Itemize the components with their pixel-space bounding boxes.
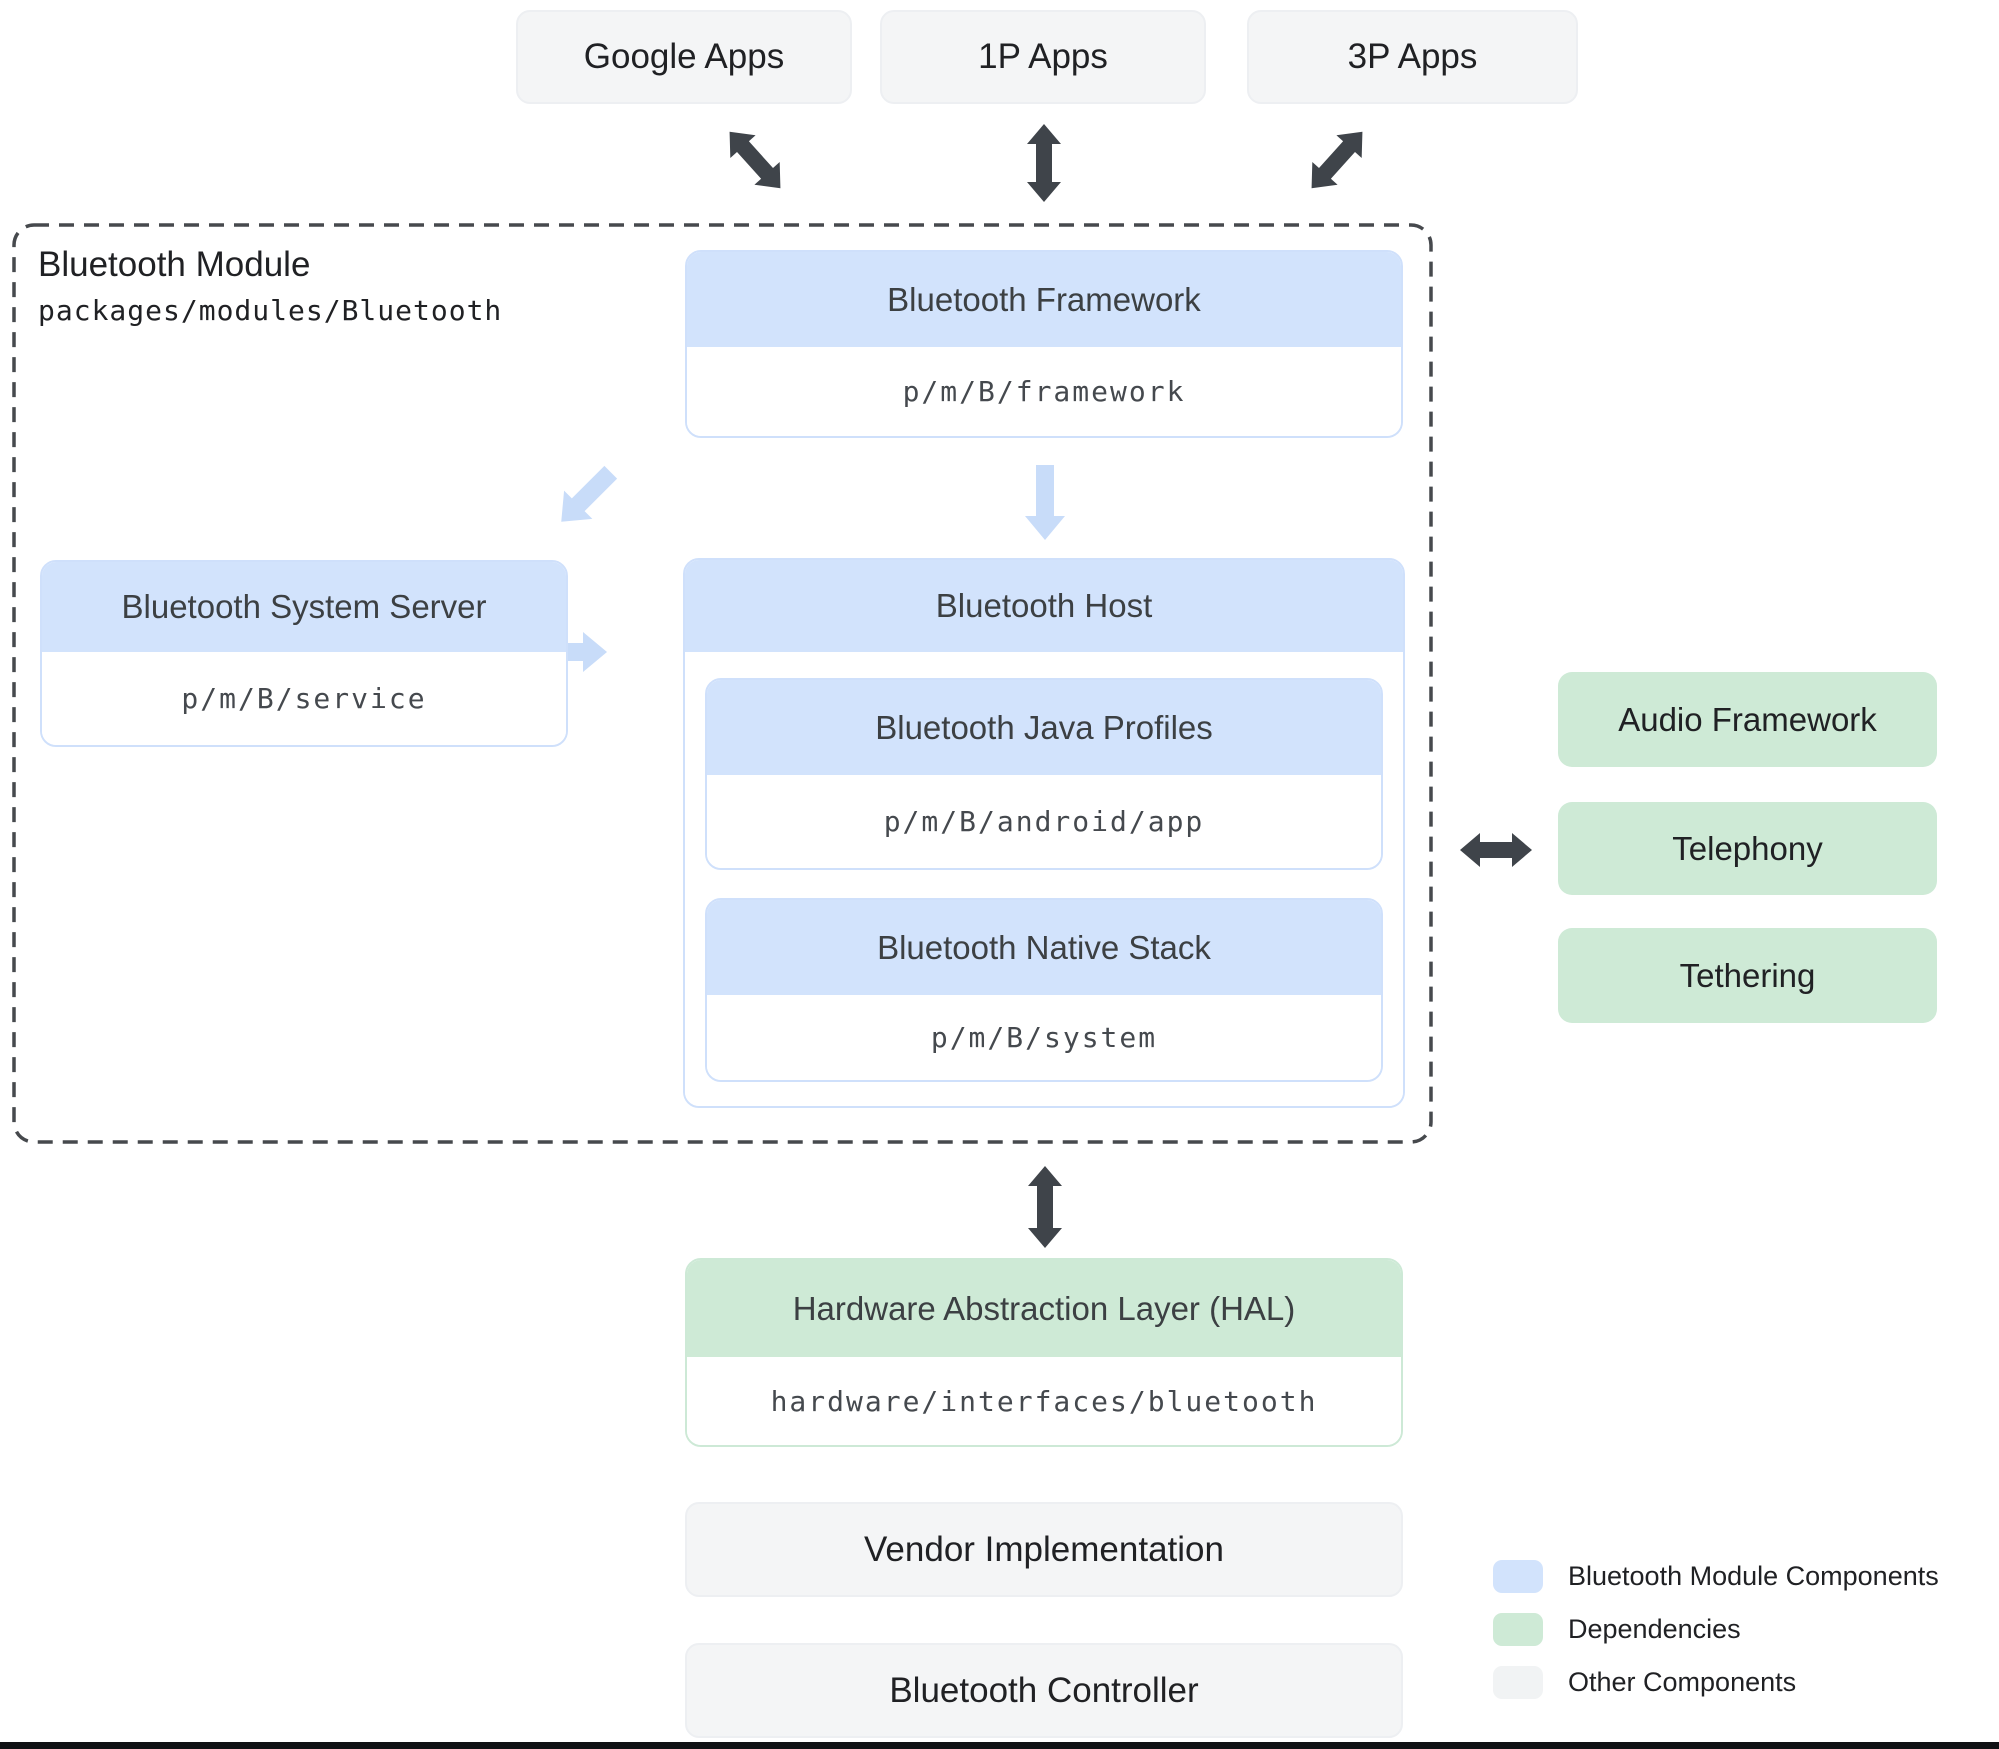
audio-framework-label: Audio Framework — [1618, 700, 1877, 738]
legend-swatch-gray — [1493, 1666, 1543, 1699]
vendor-implementation-label: Vendor Implementation — [864, 1529, 1224, 1569]
1p-apps-arrow-icon — [1027, 124, 1061, 202]
legend-label-module-components: Bluetooth Module Components — [1568, 1561, 1939, 1591]
bluetooth-controller-label: Bluetooth Controller — [889, 1670, 1199, 1710]
bluetooth-system-server-path: p/m/B/service — [42, 652, 566, 745]
bluetooth-module-caption: Bluetooth Module packages/modules/Blueto… — [38, 242, 502, 327]
bluetooth-java-profiles-title: Bluetooth Java Profiles — [707, 680, 1381, 775]
1p-apps-label: 1P Apps — [978, 37, 1108, 76]
telephony-label: Telephony — [1672, 829, 1823, 867]
3p-apps-arrow-icon — [1311, 131, 1363, 189]
bluetooth-native-stack-title: Bluetooth Native Stack — [707, 900, 1381, 995]
bluetooth-framework-card: Bluetooth Framework p/m/B/framework — [685, 250, 1403, 438]
1p-apps-box: 1P Apps — [880, 10, 1206, 104]
bluetooth-system-server-title: Bluetooth System Server — [42, 562, 566, 652]
dependencies-arrow-icon — [1460, 833, 1532, 867]
bluetooth-system-server-card: Bluetooth System Server p/m/B/service — [40, 560, 568, 747]
vendor-implementation-box: Vendor Implementation — [685, 1502, 1403, 1597]
server-to-host-arrow-icon — [543, 632, 607, 672]
bluetooth-java-profiles-card: Bluetooth Java Profiles p/m/B/android/ap… — [705, 678, 1383, 870]
hal-path: hardware/interfaces/bluetooth — [687, 1357, 1401, 1445]
framework-to-host-arrow-icon — [1025, 465, 1065, 540]
google-apps-arrow-icon — [729, 131, 781, 189]
bluetooth-host-title: Bluetooth Host — [685, 560, 1403, 652]
bluetooth-module-boundary — [12, 223, 1433, 1144]
legend-label-other-components: Other Components — [1568, 1667, 1797, 1697]
bluetooth-module-title: Bluetooth Module — [38, 245, 311, 284]
3p-apps-box: 3P Apps — [1247, 10, 1578, 104]
hal-title: Hardware Abstraction Layer (HAL) — [687, 1260, 1401, 1357]
bluetooth-controller-box: Bluetooth Controller — [685, 1643, 1403, 1738]
bluetooth-host-card: Bluetooth Host Bluetooth Java Profiles p… — [683, 558, 1405, 1108]
tethering-box: Tethering — [1558, 928, 1937, 1023]
legend-item-dependencies: Dependencies — [1493, 1613, 1741, 1646]
google-apps-box: Google Apps — [516, 10, 852, 104]
legend-label-dependencies: Dependencies — [1568, 1614, 1741, 1644]
legend-swatch-green — [1493, 1613, 1543, 1646]
bluetooth-module-path: packages/modules/Bluetooth — [38, 293, 503, 327]
framework-to-server-arrow-icon — [561, 465, 618, 522]
hal-arrow-icon — [1028, 1166, 1062, 1248]
bluetooth-host-body: Bluetooth Java Profiles p/m/B/android/ap… — [685, 652, 1403, 1106]
3p-apps-label: 3P Apps — [1347, 37, 1478, 76]
telephony-box: Telephony — [1558, 802, 1937, 895]
legend-item-other-components: Other Components — [1493, 1666, 1796, 1699]
bluetooth-framework-title: Bluetooth Framework — [687, 252, 1401, 347]
legend-swatch-blue — [1493, 1560, 1543, 1593]
bluetooth-native-stack-path: p/m/B/system — [707, 995, 1381, 1080]
hal-card: Hardware Abstraction Layer (HAL) hardwar… — [685, 1258, 1403, 1447]
legend-item-module-components: Bluetooth Module Components — [1493, 1560, 1939, 1593]
audio-framework-box: Audio Framework — [1558, 672, 1937, 767]
google-apps-label: Google Apps — [583, 37, 785, 76]
tethering-label: Tethering — [1679, 956, 1816, 994]
bluetooth-framework-path: p/m/B/framework — [687, 347, 1401, 436]
bluetooth-java-profiles-path: p/m/B/android/app — [707, 775, 1381, 868]
bluetooth-native-stack-card: Bluetooth Native Stack p/m/B/system — [705, 898, 1383, 1082]
bottom-edge-strip — [0, 1742, 1999, 1749]
